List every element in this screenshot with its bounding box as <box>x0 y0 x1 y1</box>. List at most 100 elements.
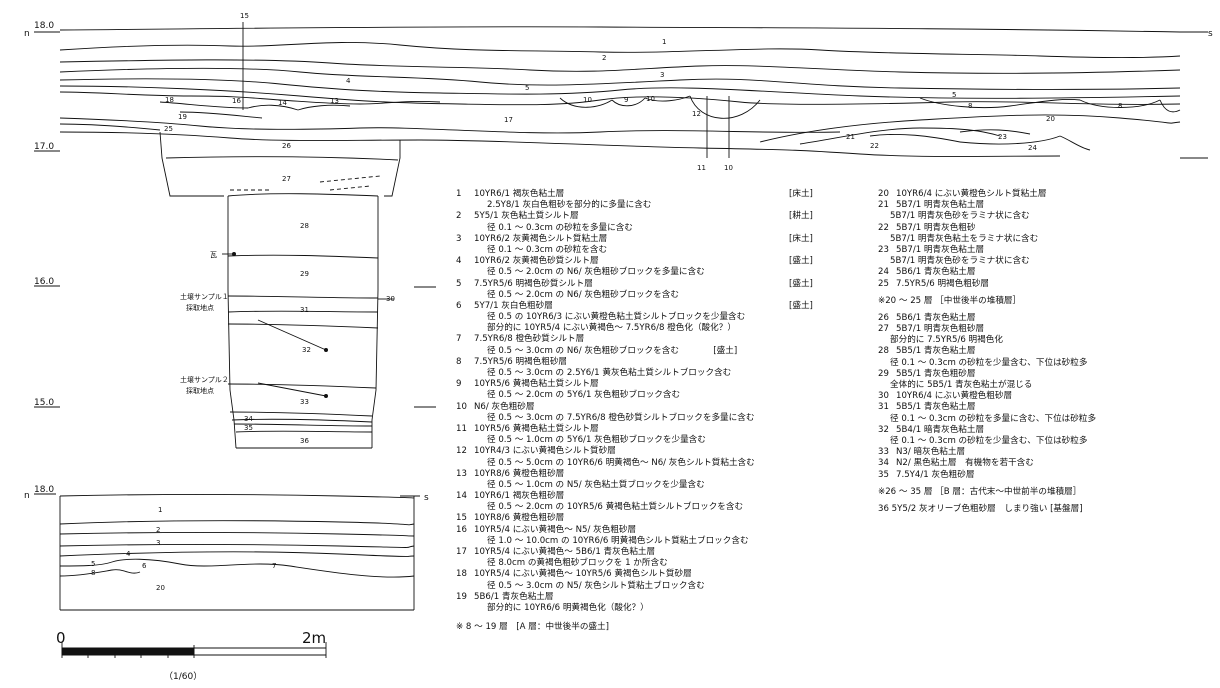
sample2-label-1: 土壌サンプル２ <box>180 375 229 384</box>
small-layer-label: 6 <box>142 562 147 570</box>
layer-labels: 1 2 3 4 5 5 8 8 18 19 16 14 13 10 9 10 1… <box>164 38 1122 445</box>
layer-label: 35 <box>244 424 253 432</box>
legend-entry-number: 14 <box>456 491 467 502</box>
legend-entry-name: 10YR5/4 にぶい黄褐色～ N5/ 灰色粗砂層 <box>474 524 637 535</box>
legend-entry-name: N2/ 黒色粘土層 有機物を若干含む <box>896 458 1034 469</box>
legend-entry-tag: [盛土] <box>789 256 813 267</box>
legend-entry-number: 12 <box>456 446 467 457</box>
legend-entry: 18 10YR5/4 にぶい黄褐色～ 10YR5/6 黄褐色シルト質砂層 <box>456 569 866 580</box>
legend-entry-number: 7 <box>456 334 462 345</box>
small-layer-label: 8 <box>91 569 95 577</box>
legend-entry-detail: 全体的に 5B5/1 青灰色粘土が混じる <box>890 380 1033 391</box>
layer-label: 9 <box>624 96 628 104</box>
small-elev-label: 18.0 <box>34 485 54 495</box>
layer-label: 2 <box>602 54 606 62</box>
legend-entry-number: 15 <box>456 513 467 524</box>
legend-entry-detail: 部分的に 7.5YR5/6 明褐色化 <box>890 335 1003 346</box>
legend-entry-name: 10YR8/6 黄橙色粗砂層 <box>474 468 565 479</box>
layer-label: 16 <box>232 97 241 105</box>
legend-entry-detail: 径 0.5 ～ 3.0cm の N6/ 灰色粗砂ブロックを含む [盛土] <box>487 345 738 356</box>
legend-entry-name: 10YR5/4 にぶい黄褐色～ 10YR5/6 黄褐色シルト質砂層 <box>474 569 692 580</box>
legend-entry-name: 10YR6/1 褐灰色粗砂層 <box>474 491 565 502</box>
legend-entry-detail: 径 0.5 ～ 2.0cm の N6/ 灰色粗砂ブロックを多量に含む <box>487 267 705 278</box>
kawara-label: 瓦 <box>210 251 217 259</box>
layer-label: 8 <box>1118 102 1122 110</box>
small-north-label: n <box>24 491 30 501</box>
legend-entry-name: 5B7/1 明青灰色粗砂 <box>896 222 976 233</box>
legend-entry-name: 10YR5/6 黄褐色粘土質シルト層 <box>474 379 599 390</box>
legend-entry-name: 5B7/1 明青灰色粘土層 <box>896 244 985 255</box>
layer-label: 24 <box>1028 144 1037 152</box>
legend-entry-name: 5B6/1 青灰色粘土層 <box>896 267 976 278</box>
elev-16-label: 16.0 <box>34 277 54 287</box>
legend-entry-number: 25 <box>878 278 889 289</box>
legend-entry: 22 5B7/1 明青灰色粗砂 <box>878 223 1208 234</box>
note-c: ※26 ～ 35 層 ［B 層：古代末～中世前半の堆積層］ <box>878 486 1082 497</box>
legend-entry-number: 20 <box>878 189 889 199</box>
legend-entry-number: 31 <box>878 402 889 413</box>
marker-11-label: 11 <box>697 164 706 172</box>
legend-entry-number: 32 <box>878 424 889 435</box>
legend-entry-detail: 径 0.5 ～ 3.0cm の 7.5YR6/8 橙色砂質シルトブロックを多量に… <box>487 412 755 423</box>
layer-label: 5 <box>525 84 529 92</box>
small-profile <box>59 494 420 611</box>
marker-15-label: 15 <box>240 12 249 20</box>
layer-label: 36 <box>300 437 309 445</box>
layer-30-label: 30 <box>386 295 395 303</box>
layer-label: 3 <box>660 71 664 79</box>
layer-label: 26 <box>282 142 291 150</box>
legend-entry-detail: 径 0.5 ～ 1.0cm の 5Y6/1 灰色粗砂ブロックを少量含む <box>487 435 706 446</box>
legend-entry-number: 21 <box>878 200 889 211</box>
legend-entry-name: 7.5YR6/8 橙色砂質シルト層 <box>474 334 585 345</box>
layer-label: 21 <box>846 133 855 141</box>
legend-entry-number: 29 <box>878 368 889 379</box>
legend-entry-number: 9 <box>456 379 462 390</box>
scale-end-label: 2m <box>302 629 326 647</box>
legend-entry-number: 22 <box>878 222 889 233</box>
sample2-label-2: 採取地点 <box>186 386 214 395</box>
legend-entry-name: N6/ 灰色粗砂層 <box>474 401 535 412</box>
legend-entry-detail: 部分的に 10YR5/4 にぶい黄褐色～ 7.5YR6/8 橙色化（酸化？） <box>487 323 736 334</box>
layer-label: 13 <box>330 97 339 105</box>
small-layer-label: 4 <box>126 550 131 558</box>
legend-entry-number: 4 <box>456 256 462 267</box>
legend-entry-detail: 径 0.5 ～ 5.0cm の 10YR6/6 明黄褐色～ N6/ 灰色シルト質… <box>487 457 755 468</box>
legend-entry-number: 2 <box>456 211 462 222</box>
elev-15-label: 15.0 <box>34 398 54 408</box>
sample1-label-2: 採取地点 <box>186 303 214 312</box>
legend-entry-tag: [床土] <box>789 233 813 244</box>
legend-entry: 31 5B5/1 青灰色粘土層 <box>878 402 1208 413</box>
legend-entry-number: 18 <box>456 569 467 580</box>
small-south-label: s <box>424 493 429 503</box>
small-layer-label: 3 <box>156 539 160 547</box>
south-label: s <box>1208 29 1213 39</box>
legend-entry-number: 34 <box>878 458 889 469</box>
legend-entry-name: 5B5/1 青灰色粘土層 <box>896 402 976 413</box>
legend-entry-name: 5Y5/1 灰色粘土質シルト層 <box>474 211 579 222</box>
layer-label: 18 <box>165 96 174 104</box>
elev-18-label: 18.0 <box>34 21 54 31</box>
layer-label: 5 <box>952 91 956 99</box>
legend-entry-detail: 径 0.5 ～ 2.0cm の 5Y6/1 灰色粗砂ブロック含む <box>487 390 681 401</box>
legend-entry-name: 7.5YR5/6 明褐色砂質シルト層 <box>474 278 593 289</box>
note-a: ※ 8 ～ 19 層 [A 層：中世後半の盛土] <box>456 622 609 633</box>
legend-entry-number: 10 <box>456 401 467 412</box>
legend-entry-name: 7.5YR5/6 明褐色粗砂層 <box>896 278 990 289</box>
